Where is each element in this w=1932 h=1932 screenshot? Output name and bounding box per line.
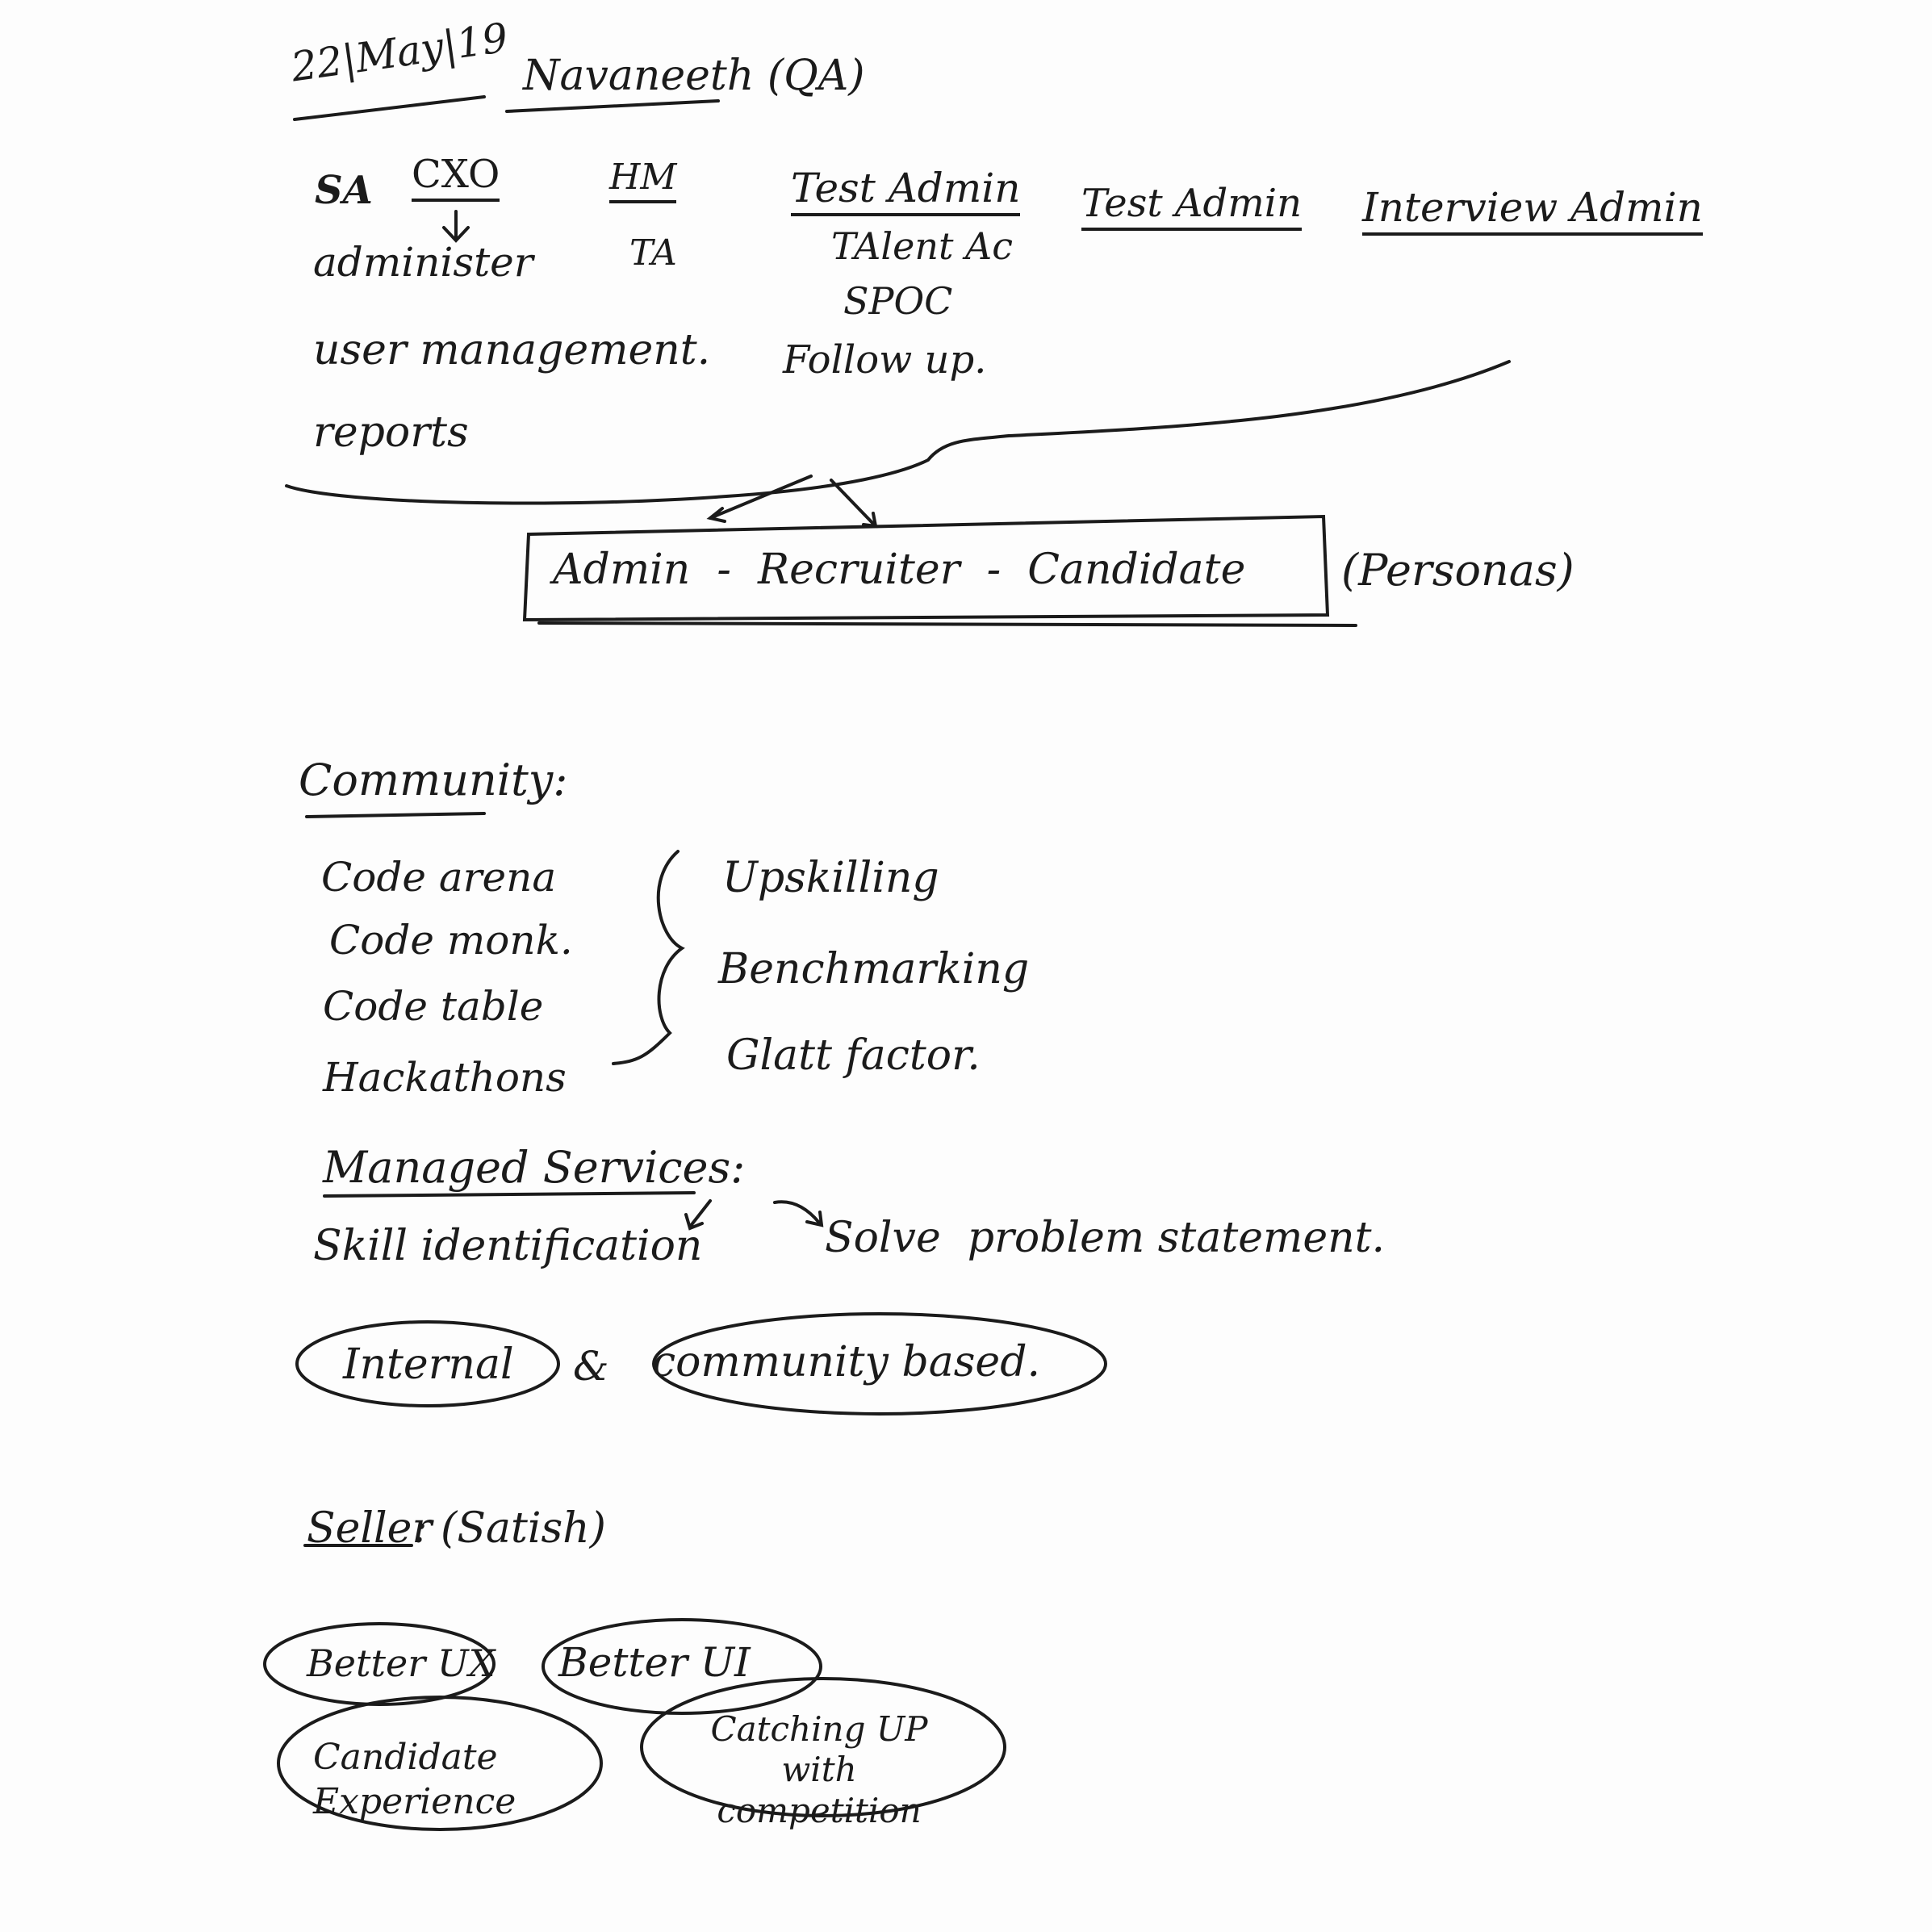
internal-label: Internal — [343, 1340, 514, 1389]
community-heading: Community: — [299, 755, 568, 805]
role-test-admin-1: Test Admin — [791, 168, 1021, 216]
role-administer: administer — [313, 239, 533, 286]
solve-problem-statement: Solve problem statement. — [825, 1214, 1386, 1262]
seller-point: Better UX — [307, 1641, 496, 1685]
role-cxo: CXO — [412, 155, 500, 202]
community-outcome: Upskilling — [722, 854, 939, 902]
seller-name: : (Satish) — [413, 1504, 606, 1553]
role-user-management: user management. — [313, 326, 711, 374]
community-item: Code monk. — [329, 917, 573, 964]
role-spoc: SPOC — [843, 279, 953, 323]
role-test-admin-2: Test Admin — [1081, 184, 1303, 231]
community-outcome: Glatt factor. — [726, 1031, 981, 1080]
skill-identification: Skill identification — [313, 1222, 703, 1270]
role-sa: SA — [315, 168, 373, 213]
seller-point: Catching UP with competition — [710, 1709, 928, 1830]
community-item: Code arena — [321, 854, 557, 901]
community-based-label: community based. — [652, 1338, 1041, 1386]
role-ta: TA — [629, 232, 677, 274]
role-reports: reports — [313, 408, 469, 457]
managed-services-heading: Managed Services: — [323, 1142, 746, 1193]
role-interview-admin: Interview Admin — [1362, 187, 1703, 236]
community-item: Hackathons — [323, 1054, 567, 1101]
seller-point: Candidate Experience — [313, 1737, 516, 1822]
role-follow-up: Follow up. — [783, 337, 987, 383]
community-item: Code table — [323, 983, 544, 1030]
personas-label: (Personas) — [1341, 545, 1574, 596]
seller-heading: Seller — [307, 1504, 433, 1553]
author-name: Navaneeth (QA) — [523, 52, 865, 100]
role-hm: HM — [609, 160, 677, 203]
personas-box-text: Admin - Recruiter - Candidate — [553, 546, 1246, 594]
seller-point: Better UI — [558, 1639, 751, 1686]
role-talent-ac: TAlent Ac — [831, 224, 1014, 268]
community-outcome: Benchmarking — [718, 945, 1030, 993]
ampersand: & — [573, 1343, 609, 1390]
